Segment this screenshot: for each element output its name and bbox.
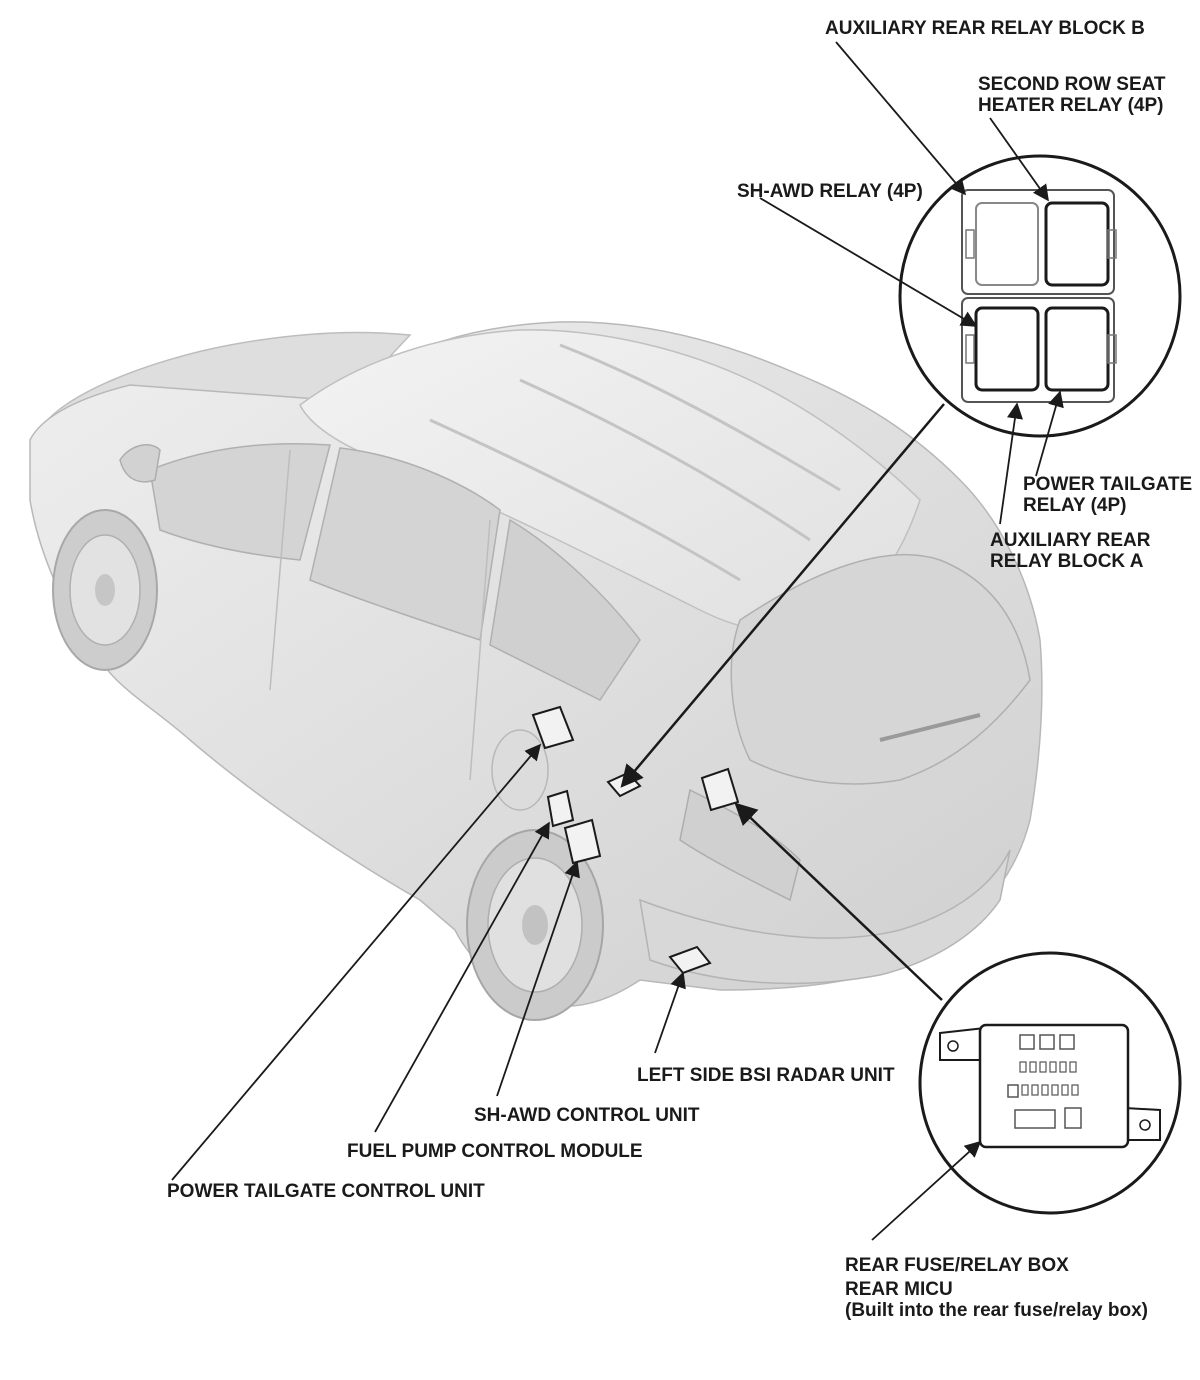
empty-relay-slot <box>975 202 1039 286</box>
label-fuel-pump-control-module: FUEL PUMP CONTROL MODULE <box>347 1141 643 1162</box>
leader-detail-to-vehicle-relay <box>620 403 945 788</box>
leader-power-tailgate-relay <box>1035 390 1064 477</box>
power-tailgate-control-unit-box <box>531 705 575 750</box>
vehicle-front-door-window <box>149 443 331 561</box>
vehicle-tail-light <box>679 788 801 902</box>
leader-aux-rear-relay-block-b <box>835 41 967 196</box>
label-aux-rear-relay-block-a: AUXILIARY REAR RELAY BLOCK A <box>990 530 1151 572</box>
leader-sh-awd-control-unit <box>496 860 580 1097</box>
left-side-bsi-radar-unit-box <box>668 945 712 975</box>
second-row-seat-heater-relay <box>1044 201 1110 287</box>
label-rear-micu: REAR MICU (Built into the rear fuse/rela… <box>845 1279 1148 1321</box>
sh-awd-control-unit-box <box>563 818 602 865</box>
label-second-row-seat-heater-relay: SECOND ROW SEAT HEATER RELAY (4P) <box>978 74 1166 116</box>
leader-rear-fuse-relay-box <box>871 1140 982 1241</box>
label-sh-awd-control-unit: SH-AWD CONTROL UNIT <box>474 1105 700 1126</box>
sh-awd-relay <box>974 306 1040 392</box>
label-left-side-bsi-radar-unit: LEFT SIDE BSI RADAR UNIT <box>637 1065 895 1086</box>
label-power-tailgate-relay: POWER TAILGATE RELAY (4P) <box>1023 474 1193 516</box>
leader-power-tailgate-control-unit <box>171 743 542 1181</box>
vehicle-quarter-window <box>489 518 641 701</box>
vehicle-rear-glass <box>730 553 1031 785</box>
vehicle-rear-door-window <box>309 447 501 641</box>
vehicle-side-mirror <box>119 444 161 483</box>
label-aux-rear-relay-block-b: AUXILIARY REAR RELAY BLOCK B <box>825 18 1145 39</box>
fuel-pump-control-module-box <box>546 789 575 828</box>
rear-fuse-relay-box-detail-view <box>918 951 1182 1215</box>
power-tailgate-relay <box>1044 306 1110 392</box>
label-sh-awd-relay: SH-AWD RELAY (4P) <box>737 181 923 202</box>
fuse-box-housing <box>978 1023 1130 1149</box>
label-rear-fuse-relay-box: REAR FUSE/RELAY BOX <box>845 1255 1069 1276</box>
vehicle-door-seam <box>269 449 291 691</box>
vehicle-roof-rail <box>519 378 811 542</box>
vehicle-rear-bumper <box>639 849 1011 985</box>
vehicle-front-wheel <box>52 509 158 671</box>
vehicle-roof-rail <box>429 418 741 582</box>
rear-fuse-relay-box-marker <box>700 767 740 812</box>
aux-rear-relay-block-a-outline <box>961 297 1115 403</box>
vehicle-rear-wiper <box>879 713 981 742</box>
relay-block-detail-view <box>898 154 1182 438</box>
vehicle-door-seam <box>469 519 491 781</box>
leader-sh-awd-relay <box>759 197 978 327</box>
leader-left-side-bsi-radar-unit <box>654 971 686 1054</box>
leader-aux-rear-relay-block-a <box>999 402 1023 525</box>
vehicle-illustration <box>29 321 1043 1021</box>
vehicle-roof-rail <box>559 343 841 492</box>
leader-rear-fuse-relay-box-to-vehicle <box>734 802 943 1001</box>
label-power-tailgate-control-unit: POWER TAILGATE CONTROL UNIT <box>167 1181 485 1202</box>
leader-lines <box>171 41 1064 1241</box>
leader-second-row-seat-heater-relay <box>989 117 1049 202</box>
leader-fuel-pump-control-module <box>374 821 550 1133</box>
